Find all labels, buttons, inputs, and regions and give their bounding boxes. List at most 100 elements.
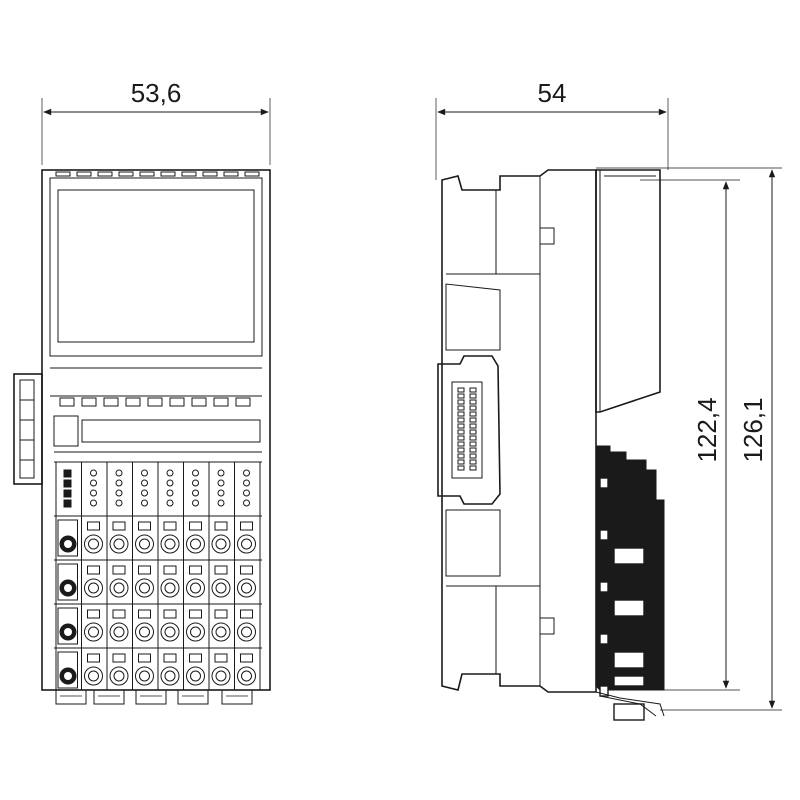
side-base-body — [441, 169, 597, 693]
terminal-opening — [84, 666, 103, 686]
release-button — [163, 521, 177, 531]
wire-entry — [613, 547, 645, 565]
terminal-opening-inner — [64, 540, 72, 548]
bottom-plug — [135, 689, 167, 705]
side-view: 54 122,4 126,1 — [435, 78, 782, 721]
led-indicator — [192, 489, 199, 497]
wire-entry — [613, 675, 645, 687]
connector-pin — [457, 417, 465, 423]
connector-pin — [469, 399, 477, 405]
terminal-opening-inner — [64, 584, 72, 592]
terminal-block-grid — [54, 462, 262, 690]
connector-pin — [457, 453, 465, 459]
terminal-opening-inner — [190, 626, 201, 638]
led-indicator — [115, 489, 123, 497]
top-notch — [181, 171, 197, 177]
led-indicator — [192, 499, 199, 507]
push-button — [57, 563, 78, 601]
terminal-opening-inner — [164, 626, 176, 638]
top-notch — [160, 171, 176, 177]
release-button — [214, 565, 228, 575]
slot-marker — [599, 633, 609, 645]
terminal-opening-inner — [190, 670, 201, 682]
side-height-dimensions: 122,4 126,1 — [596, 167, 782, 711]
led-indicator — [243, 499, 250, 507]
led-indicator — [166, 489, 174, 497]
terminal-opening-inner — [64, 628, 72, 636]
release-button — [163, 653, 177, 663]
release-button — [214, 609, 228, 619]
release-button — [138, 653, 151, 663]
terminal-opening-inner — [241, 670, 252, 682]
slot-marker — [599, 477, 609, 489]
release-button — [189, 521, 202, 531]
slot-marker — [599, 529, 609, 541]
terminal-opening-inner — [64, 672, 72, 680]
front-view: 53,6 — [13, 78, 271, 705]
connector-pin — [469, 429, 477, 435]
led-indicator — [63, 479, 72, 488]
terminal-opening — [84, 622, 103, 642]
connector-pin — [457, 459, 465, 465]
terminal-opening-inner — [139, 582, 150, 594]
release-button — [240, 653, 253, 663]
front-width-dimension: 53,6 — [41, 78, 271, 165]
led-indicator — [90, 489, 97, 497]
terminal-opening-inner — [139, 626, 150, 638]
bottom-plug — [177, 689, 209, 705]
terminal-opening-inner — [241, 582, 252, 594]
mid-notch — [59, 397, 75, 407]
top-notch — [202, 171, 218, 177]
top-notch — [223, 171, 239, 177]
release-button — [214, 521, 228, 531]
connector-pin — [469, 393, 477, 399]
release-button — [87, 653, 100, 663]
terminal-opening-inner — [190, 582, 201, 594]
release-button — [163, 565, 177, 575]
connector-pin — [469, 423, 477, 429]
led-indicator — [141, 479, 148, 487]
connector-pin — [469, 465, 477, 471]
led-indicator — [115, 469, 123, 477]
connector-pin — [457, 423, 465, 429]
led-indicator — [63, 469, 72, 478]
side-depth-dimension: 54 — [435, 78, 669, 180]
connector-pin — [457, 405, 465, 411]
connector-pin — [457, 441, 465, 447]
release-button — [87, 609, 100, 619]
release-button — [87, 565, 100, 575]
terminal-opening-inner — [215, 670, 227, 682]
bottom-release-lever — [595, 691, 665, 717]
terminal-opening-inner — [113, 670, 125, 682]
release-button — [189, 609, 202, 619]
top-notch — [55, 171, 71, 177]
release-button — [112, 653, 126, 663]
release-button — [138, 521, 151, 531]
terminal-opening-inner — [241, 538, 252, 550]
release-button — [189, 653, 202, 663]
led-indicator — [90, 499, 97, 507]
terminal-opening — [135, 666, 154, 686]
connector-pin — [469, 459, 477, 465]
terminal-opening-inner — [88, 626, 99, 638]
terminal-opening-inner — [113, 582, 125, 594]
terminal-opening — [237, 666, 256, 686]
release-button — [112, 609, 126, 619]
terminal-opening — [211, 666, 231, 686]
terminal-opening-inner — [139, 538, 150, 550]
led-indicator — [63, 489, 72, 498]
terminal-opening-inner — [164, 582, 176, 594]
connector-pin — [457, 435, 465, 441]
top-notch — [97, 171, 113, 177]
mid-notch — [191, 397, 207, 407]
terminal-opening-inner — [190, 538, 201, 550]
led-indicator — [63, 499, 72, 508]
terminal-opening-inner — [139, 670, 150, 682]
led-indicator — [166, 499, 174, 507]
bottom-plug — [93, 689, 125, 705]
connector-pin — [457, 393, 465, 399]
connector-pin — [457, 447, 465, 453]
terminal-opening-inner — [88, 538, 99, 550]
led-indicator — [243, 469, 250, 477]
